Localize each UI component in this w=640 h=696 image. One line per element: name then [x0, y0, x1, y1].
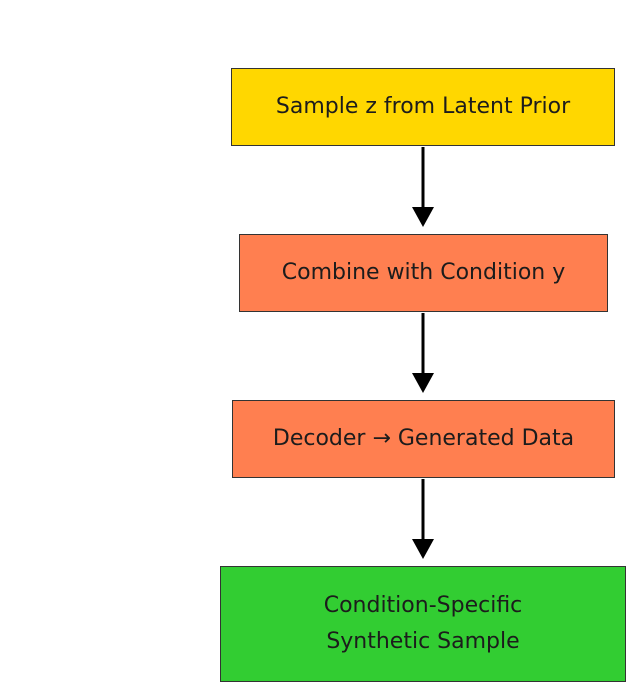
node-synthetic-sample: Condition-Specific Synthetic Sample: [220, 566, 626, 682]
arrow-sample-to-combine: [412, 147, 434, 227]
node-label: Decoder → Generated Data: [272, 426, 575, 451]
node-label: Sample z from Latent Prior: [275, 94, 571, 119]
node-sample-latent-prior: Sample z from Latent Prior: [231, 68, 615, 146]
node-label: Condition-Specific Synthetic Sample: [323, 593, 523, 654]
node-label: Combine with Condition y: [281, 260, 566, 285]
node-combine-condition: Combine with Condition y: [239, 234, 608, 312]
node-decoder: Decoder → Generated Data: [232, 400, 615, 478]
arrow-decoder-to-output: [412, 479, 434, 559]
arrow-combine-to-decoder: [412, 313, 434, 393]
